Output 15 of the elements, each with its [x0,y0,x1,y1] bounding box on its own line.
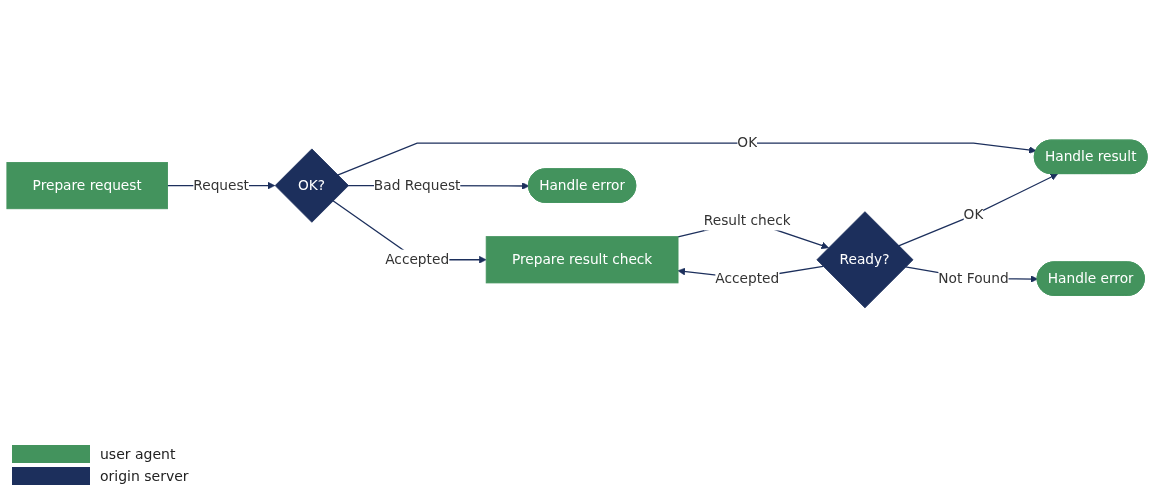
edge-label: OK [737,134,758,151]
edge-label: Result check [703,211,791,228]
edge-label: Bad Request [373,176,461,193]
node-box: Prepare result check [485,235,679,283]
node-box: Prepare request [6,161,168,209]
edge-label: Request [193,176,250,193]
arrow [898,173,1058,247]
edge-label: Accepted [385,250,450,268]
legend-text: user agent [100,446,176,462]
legend-text: origin server [100,468,189,484]
edge-label: OK [963,206,984,223]
node-diamond: Ready? [816,210,914,308]
edge-label: Accepted [715,269,780,286]
node-diamond: OK? [274,148,349,223]
edge-label: Not Found [938,269,1009,286]
